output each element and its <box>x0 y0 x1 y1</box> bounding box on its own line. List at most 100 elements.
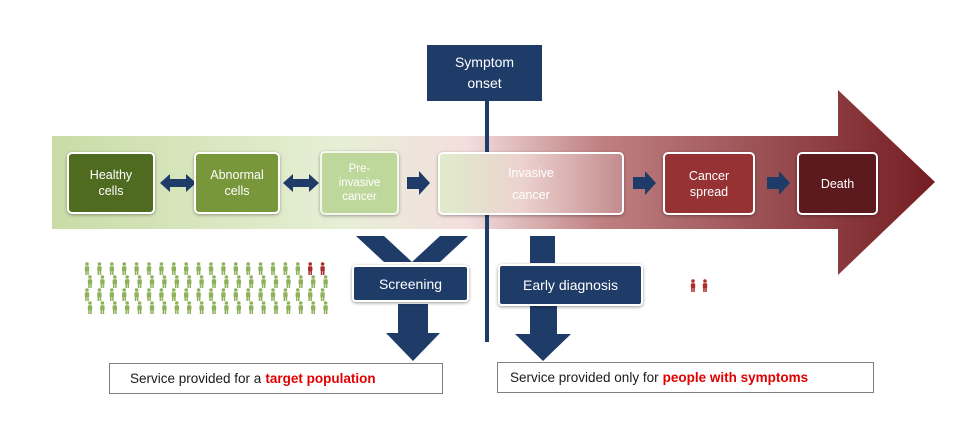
stage-pre-invasive-cancer: Pre- invasive cancer <box>320 151 399 215</box>
person-icon <box>149 301 155 314</box>
person-icon <box>308 288 313 301</box>
person-icon <box>702 279 708 292</box>
person-icon <box>199 301 204 314</box>
service-prefix: Service provided only for <box>510 370 659 385</box>
person-icon <box>122 262 127 275</box>
person-icon <box>283 288 288 301</box>
person-icon <box>221 262 226 275</box>
person-icon <box>196 262 201 275</box>
person-icon <box>311 275 316 288</box>
person-icon <box>149 275 155 288</box>
person-icon <box>137 301 142 314</box>
person-icon <box>84 262 90 275</box>
person-icon <box>236 275 241 288</box>
person-icon <box>100 275 105 288</box>
person-icon <box>174 275 179 288</box>
person-icon <box>125 301 130 314</box>
person-icon <box>211 301 217 314</box>
double-arrow-icon <box>283 174 319 192</box>
symptom-onset-line <box>485 100 489 342</box>
person-icon <box>87 275 93 288</box>
person-icon <box>146 262 152 275</box>
person-icon <box>258 288 263 301</box>
person-icon <box>246 288 251 301</box>
stage-label: Abnormal cells <box>210 168 264 198</box>
early-diagnosis-stub <box>530 236 555 263</box>
symptom-onset-label: Symptom onset <box>454 54 515 91</box>
screening-chevron-right <box>412 236 468 262</box>
population-people-group <box>84 262 708 314</box>
person-icon <box>249 301 254 314</box>
person-icon <box>208 262 214 275</box>
person-icon <box>323 275 328 288</box>
person-icon <box>159 288 164 301</box>
person-icon <box>87 301 93 314</box>
person-icon <box>112 301 117 314</box>
person-icon <box>112 275 117 288</box>
person-icon <box>199 275 204 288</box>
person-icon <box>159 262 164 275</box>
person-icon <box>109 262 114 275</box>
target-population-highlight: target population <box>265 371 376 386</box>
person-icon <box>320 288 325 301</box>
person-icon <box>97 262 102 275</box>
person-icon <box>224 301 229 314</box>
person-icon <box>283 262 288 275</box>
person-icon <box>261 301 266 314</box>
person-icon <box>171 262 176 275</box>
stage-invasive-cancer: Invasive cancer <box>438 152 624 215</box>
person-icon <box>249 275 254 288</box>
stage-label: Healthy cells <box>89 168 133 198</box>
person-icon <box>162 275 167 288</box>
person-icon <box>97 288 102 301</box>
person-icon <box>137 275 142 288</box>
person-icon <box>171 288 176 301</box>
person-icon <box>187 301 192 314</box>
stage-label: Cancer spread <box>688 168 730 199</box>
screening-label: Screening <box>378 275 443 292</box>
person-icon <box>246 262 251 275</box>
right-arrow-icon <box>633 171 656 195</box>
person-icon <box>311 301 316 314</box>
stage-label: Invasive cancer <box>508 165 554 202</box>
right-arrow-icon <box>407 171 430 195</box>
stage-label: Pre- invasive cancer <box>338 163 381 203</box>
person-icon <box>295 262 300 275</box>
target-population-service-box: Service provided for a target population <box>109 363 443 394</box>
early-diagnosis-down-arrow <box>515 306 571 361</box>
person-icon <box>211 275 217 288</box>
person-icon <box>270 288 276 301</box>
person-icon <box>224 275 229 288</box>
screening-chevron-left <box>356 236 412 262</box>
person-icon <box>298 275 303 288</box>
person-icon <box>233 288 238 301</box>
stage-label: Death <box>820 176 855 191</box>
person-icon <box>196 288 201 301</box>
person-icon <box>286 275 291 288</box>
person-icon <box>187 275 192 288</box>
person-icon <box>146 288 152 301</box>
person-icon <box>84 288 90 301</box>
person-icon <box>125 275 130 288</box>
person-icon <box>261 275 266 288</box>
early-diagnosis-label: Early diagnosis <box>523 277 618 293</box>
symptom-service-box: Service provided only for people with sy… <box>497 362 874 393</box>
stage-cancer-spread: Cancer spread <box>663 152 755 215</box>
screening-down-arrow <box>386 304 440 361</box>
person-icon <box>258 262 263 275</box>
people-with-symptoms-highlight: people with symptoms <box>662 370 809 385</box>
person-icon <box>273 275 279 288</box>
person-icon <box>174 301 179 314</box>
person-icon <box>298 301 303 314</box>
person-icon <box>308 262 313 275</box>
person-icon <box>690 279 696 292</box>
person-icon <box>184 288 189 301</box>
person-icon <box>134 288 139 301</box>
stage-healthy-cells: Healthy cells <box>67 152 155 214</box>
person-icon <box>100 301 105 314</box>
early-diagnosis-box: Early diagnosis <box>498 264 643 306</box>
person-icon <box>134 262 139 275</box>
person-icon <box>320 262 325 275</box>
person-icon <box>236 301 241 314</box>
